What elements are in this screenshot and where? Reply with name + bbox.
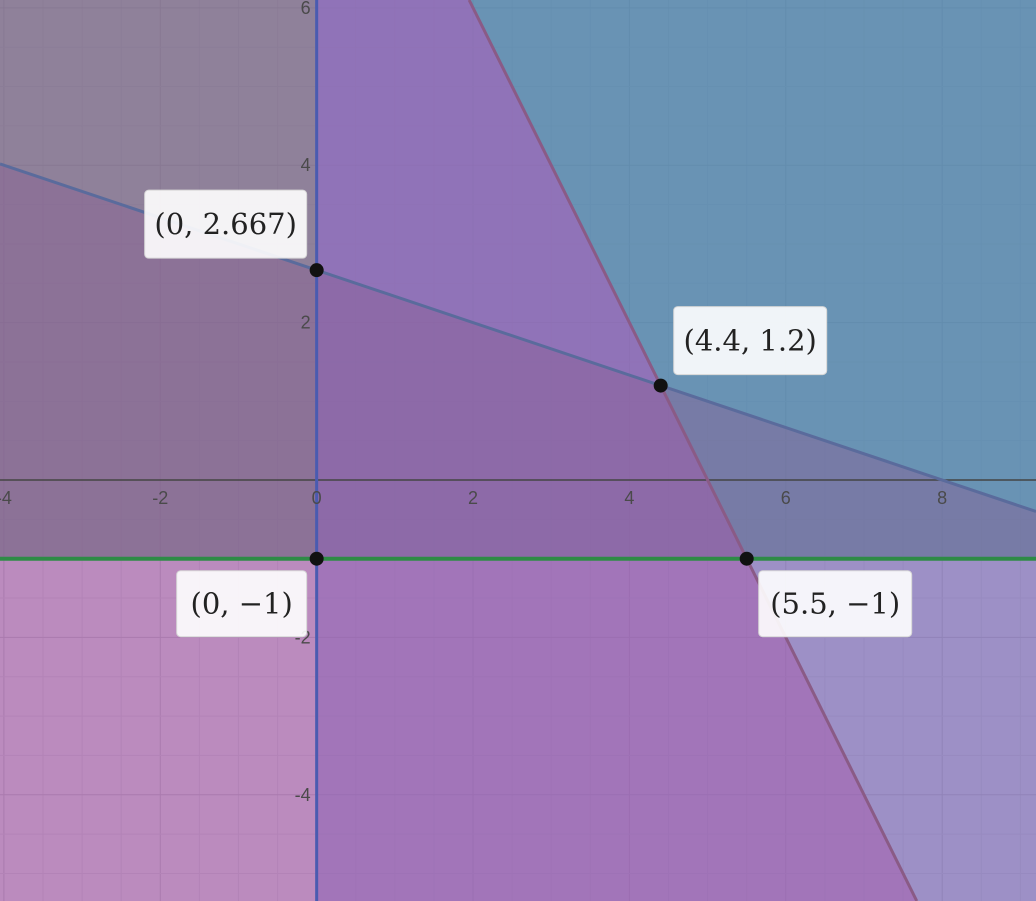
y-tick-label: 4: [301, 155, 311, 175]
x-tick-label: -2: [152, 488, 168, 508]
x-tick-label: 2: [468, 488, 478, 508]
point-label: (0, −1): [176, 570, 308, 638]
point-label-text: (4.4, 1.2): [684, 324, 817, 358]
point-label: (4.4, 1.2): [673, 306, 828, 376]
point-label-box: [176, 570, 308, 638]
point-label-text: (5.5, −1): [770, 587, 900, 621]
boundary-line-steep[interactable]: [467, 0, 919, 901]
point-label: (0, 2.667): [144, 189, 308, 259]
y-tick-label: 2: [301, 313, 311, 333]
intersection-point[interactable]: [309, 551, 324, 566]
intersection-points: [309, 263, 754, 566]
point-label-text: (0, −1): [191, 587, 293, 621]
y-tick-label: 6: [301, 0, 311, 18]
y-tick-label: -4: [295, 785, 311, 805]
intersection-point[interactable]: [653, 378, 668, 393]
intersection-point[interactable]: [309, 263, 324, 278]
point-label-box: [758, 570, 913, 638]
x-tick-label: 6: [781, 488, 791, 508]
point-label-box: [673, 306, 828, 376]
x-tick-label: 8: [937, 488, 947, 508]
point-label-box: [144, 189, 308, 259]
x-tick-label: 0: [312, 488, 322, 508]
point-labels: (0, 2.667) (4.4, 1.2) (0, −1) (5.5, −1): [144, 189, 913, 638]
x-tick-label: 4: [624, 488, 634, 508]
point-label-text: (0, 2.667): [154, 207, 297, 241]
x-tick-label: -4: [0, 488, 12, 508]
point-label: (5.5, −1): [758, 570, 913, 638]
intersection-point[interactable]: [739, 551, 754, 566]
region-x-right-of-0: [316, 0, 1036, 901]
region-below-shallow-line: [0, 163, 1036, 901]
